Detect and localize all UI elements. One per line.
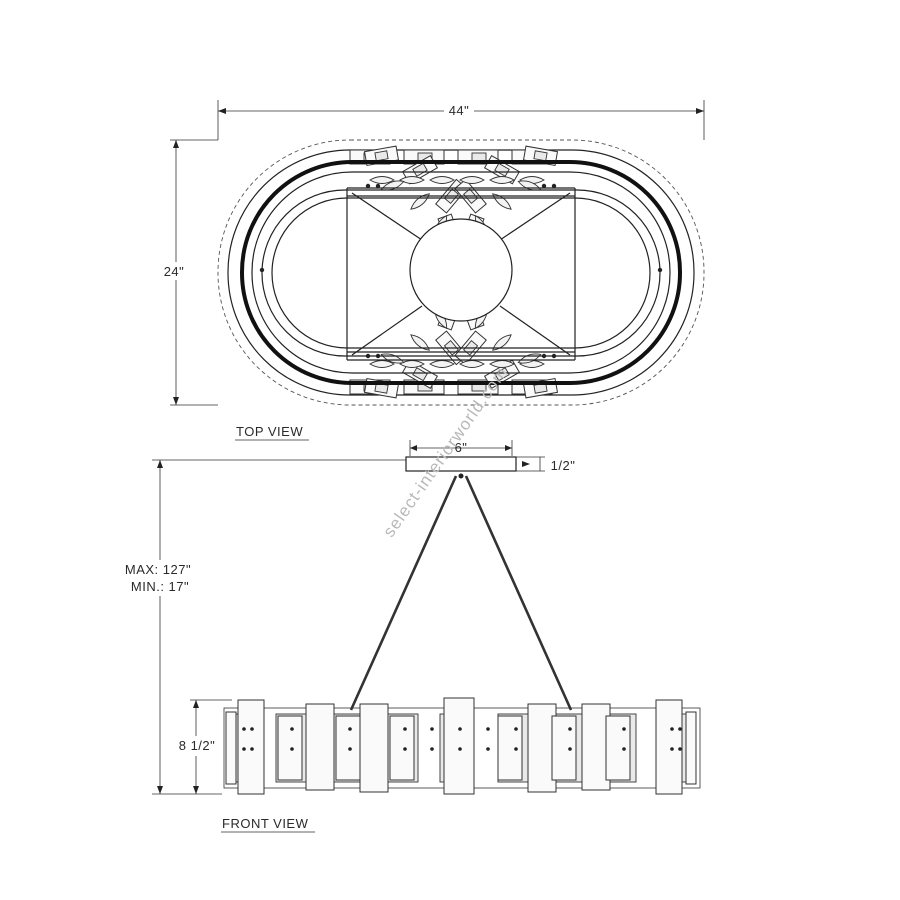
glass-leaf xyxy=(399,176,425,184)
dimension-arrow xyxy=(522,461,530,467)
front-tile xyxy=(655,699,683,795)
rivet xyxy=(250,747,254,751)
mid-tile xyxy=(277,715,303,781)
glass-leaf xyxy=(429,360,455,368)
dimension-arrow xyxy=(173,140,179,148)
glass-leaf xyxy=(459,176,485,184)
dimension-arrow xyxy=(173,397,179,405)
mid-tile xyxy=(605,715,631,781)
glass-leaf xyxy=(459,360,485,368)
rivet xyxy=(670,727,674,731)
glass-leaf xyxy=(399,360,425,368)
suspension-rod-right xyxy=(464,475,573,711)
overall-min-label: MIN.: 17" xyxy=(131,579,189,594)
canopy-width-label: 6" xyxy=(455,440,468,455)
glass-leaf xyxy=(492,193,512,210)
width-label: 44" xyxy=(449,103,470,118)
rivet xyxy=(242,747,246,751)
glass-leaf xyxy=(410,193,430,210)
outer-envelope xyxy=(217,139,705,406)
dimension-arrow xyxy=(193,786,199,794)
fixture-body xyxy=(223,697,701,795)
dimension-arrow xyxy=(193,700,199,708)
glass-leaf xyxy=(492,334,512,351)
canopy-stem xyxy=(458,473,464,479)
mid-tile xyxy=(335,715,361,781)
watermark: select-interiorworld.com xyxy=(379,363,511,541)
canopy xyxy=(405,456,517,472)
rivet xyxy=(290,747,294,751)
glass-leaf xyxy=(369,360,395,368)
dimension-arrow xyxy=(157,786,163,794)
rivet xyxy=(622,747,626,751)
rivet xyxy=(568,727,572,731)
suspension-rod-left xyxy=(349,475,458,711)
rivet xyxy=(514,747,518,751)
mid-tile xyxy=(497,715,523,781)
glass-leaf xyxy=(429,176,455,184)
rivet xyxy=(403,747,407,751)
front-view-label: FRONT VIEW xyxy=(222,816,309,831)
rivet xyxy=(678,747,682,751)
dimension-arrow xyxy=(218,108,226,114)
rivet xyxy=(458,727,462,731)
rivet xyxy=(403,727,407,731)
front-tile xyxy=(237,699,265,795)
dimension-arrow xyxy=(157,460,163,468)
height-label: 24" xyxy=(164,264,185,279)
top-view-label: TOP VIEW xyxy=(236,424,303,439)
canopy-height-label: 1/2" xyxy=(551,458,576,473)
rivet xyxy=(458,747,462,751)
glass-leaf xyxy=(489,360,515,368)
mid-tile xyxy=(551,715,577,781)
rivet xyxy=(486,747,490,751)
rivet xyxy=(568,747,572,751)
front-tile xyxy=(581,703,611,791)
glass-leaf xyxy=(410,334,430,351)
rivet xyxy=(670,747,674,751)
front-tile xyxy=(443,697,475,795)
front-tile xyxy=(305,703,335,791)
dimension-arrow xyxy=(410,445,417,451)
shade-band-outer xyxy=(251,171,671,374)
glass-leaf xyxy=(369,176,395,184)
main-rail xyxy=(240,160,682,385)
central-hub xyxy=(409,218,513,322)
mounting-dots xyxy=(259,183,663,359)
rivet xyxy=(348,747,352,751)
rivet xyxy=(348,727,352,731)
glass-leaf xyxy=(489,176,515,184)
mid-tile xyxy=(389,715,415,781)
rivet xyxy=(250,727,254,731)
front-tile xyxy=(527,703,557,793)
rivet xyxy=(290,727,294,731)
fixture-height-label: 8 1/2" xyxy=(179,738,216,753)
inner-frame-inner xyxy=(271,197,651,349)
diagonal-rod xyxy=(351,305,423,356)
overall-max-label: MAX: 127" xyxy=(125,562,191,577)
front-tile xyxy=(359,703,389,793)
rivet xyxy=(430,727,434,731)
diagonal-rod xyxy=(499,192,571,241)
rivet xyxy=(430,747,434,751)
rivet xyxy=(678,727,682,731)
rivet xyxy=(514,727,518,731)
diagonal-rod xyxy=(351,192,423,241)
dimension-arrow xyxy=(696,108,704,114)
top-view-drawing: 44" 24" xyxy=(160,100,705,406)
rivet xyxy=(486,727,490,731)
front-view-drawing: MAX: 127" MIN.: 17" 6" 1/2" 8 1/2" xyxy=(122,440,701,795)
dimension-arrow xyxy=(505,445,512,451)
diagonal-rod xyxy=(499,305,571,356)
inner-frame-outer xyxy=(261,189,661,357)
rivet xyxy=(622,727,626,731)
rivet xyxy=(242,727,246,731)
